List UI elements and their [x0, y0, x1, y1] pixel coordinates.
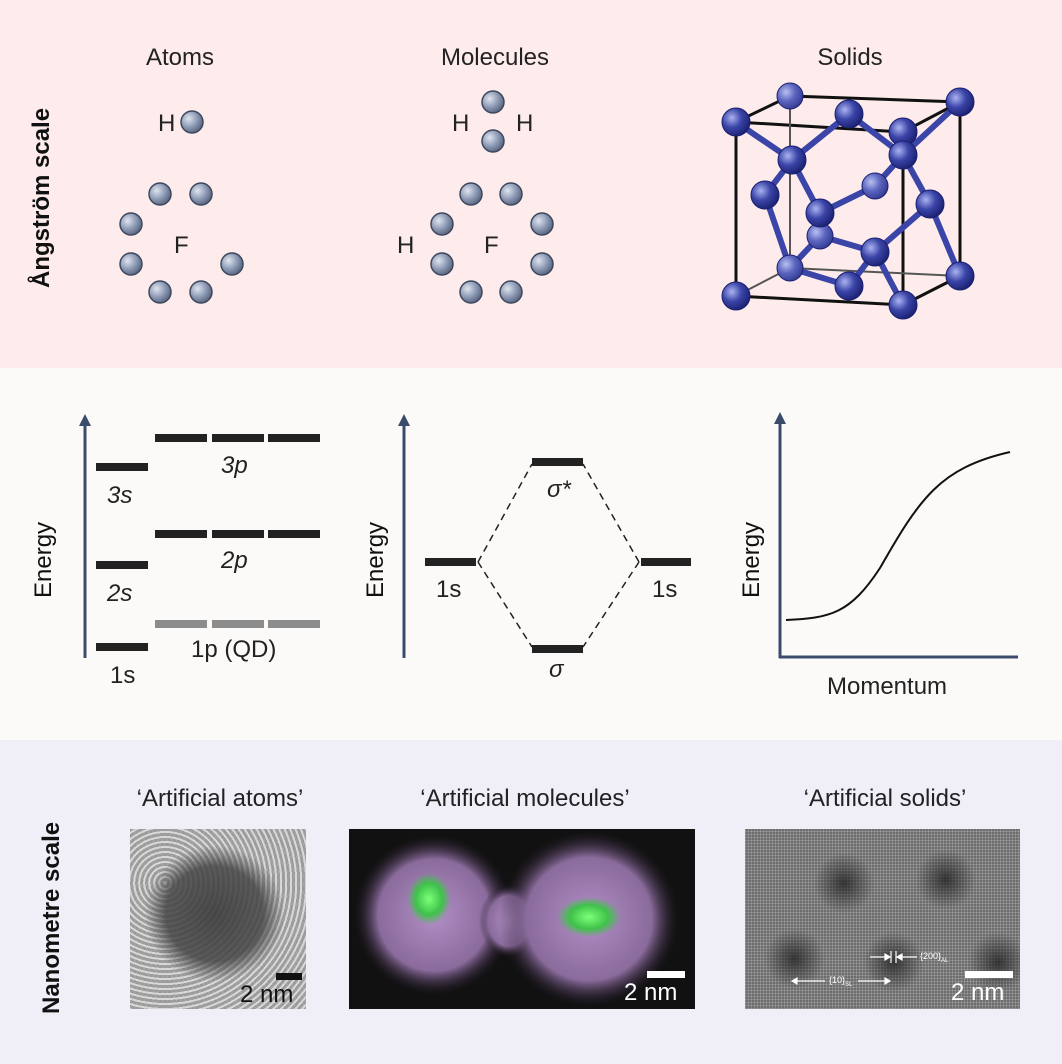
energy-band: [0, 368, 1062, 740]
atom-h-label: H: [158, 110, 176, 137]
angstrom-diagrams: [119, 82, 975, 320]
scale-text-3: 2 nm: [951, 979, 1005, 1006]
scale-bar-1: [276, 973, 302, 980]
level-3s-label: 3s: [107, 482, 133, 509]
energy-label-3: Energy: [738, 521, 765, 598]
mo-sigma-label: σ: [549, 656, 564, 683]
solids-title: Solids: [817, 44, 883, 71]
scale-bar-2: [647, 971, 685, 978]
scale-bar-3: [965, 971, 1013, 978]
level-2p-label: 2p: [221, 547, 248, 574]
mo-1s-left-label: 1s: [436, 576, 462, 603]
inset-10-sub: SL: [845, 981, 853, 988]
artificial-molecule-micrograph: 2 nm: [349, 829, 695, 1009]
molecule-hf-h-label: H: [397, 232, 415, 259]
energy-label-1: Energy: [30, 521, 57, 598]
molecule-h-left-label: H: [452, 110, 470, 137]
mo-connectors: [477, 463, 640, 648]
artificial-molecules-title: ‘Artificial molecules’: [420, 785, 630, 812]
atom-f-electrons: [119, 182, 244, 304]
scale-text-2: 2 nm: [624, 979, 678, 1006]
inset-200-label: {200}AL: [920, 951, 948, 964]
energy-label-2: Energy: [362, 521, 389, 598]
molecule-f-label: F: [484, 232, 499, 259]
artificial-atoms-title: ‘Artificial atoms’: [136, 785, 304, 812]
scale-text-1: 2 nm: [240, 981, 294, 1008]
mo-1s-right-label: 1s: [652, 576, 678, 603]
molecule-dots: [354, 831, 679, 1007]
crystal-lattice: [721, 82, 975, 320]
inset-200-text: {200}: [920, 951, 942, 961]
mo-levels: [425, 458, 691, 653]
level-1p-qd-label: 1p (QD): [191, 636, 277, 663]
molecule-h-right-label: H: [516, 110, 534, 137]
molecules-title: Molecules: [440, 44, 550, 71]
artificial-solids-title: ‘Artificial solids’: [803, 785, 967, 812]
level-2s-label: 2s: [107, 580, 133, 607]
energy-diagrams: [79, 412, 1018, 659]
atom-f-label: F: [174, 232, 189, 259]
nanometre-scale-label: Nanometre scale: [38, 821, 65, 1014]
level-3p-label: 3p: [221, 452, 248, 479]
solid-annotations: [790, 951, 917, 986]
atom-h-sphere: [180, 110, 204, 134]
momentum-label: Momentum: [827, 673, 948, 700]
level-1s-label: 1s: [110, 662, 136, 689]
atoms-title: Atoms: [145, 44, 214, 71]
inset-10-text: {10}: [829, 975, 846, 985]
band-curve: [785, 451, 1011, 621]
artificial-atom-micrograph: 2 nm: [130, 829, 306, 1009]
atomic-levels: [96, 434, 320, 651]
inset-200-sub: AL: [941, 957, 949, 964]
mo-sigma-star-label: σ*: [547, 476, 571, 503]
inset-10-label: {10}SL: [829, 975, 852, 988]
molecule-hf-electrons: [430, 182, 554, 304]
artificial-solid-micrograph: {200}AL {10}SL 2 nm: [745, 829, 1020, 1009]
molecule-h2-electrons: [481, 90, 505, 153]
